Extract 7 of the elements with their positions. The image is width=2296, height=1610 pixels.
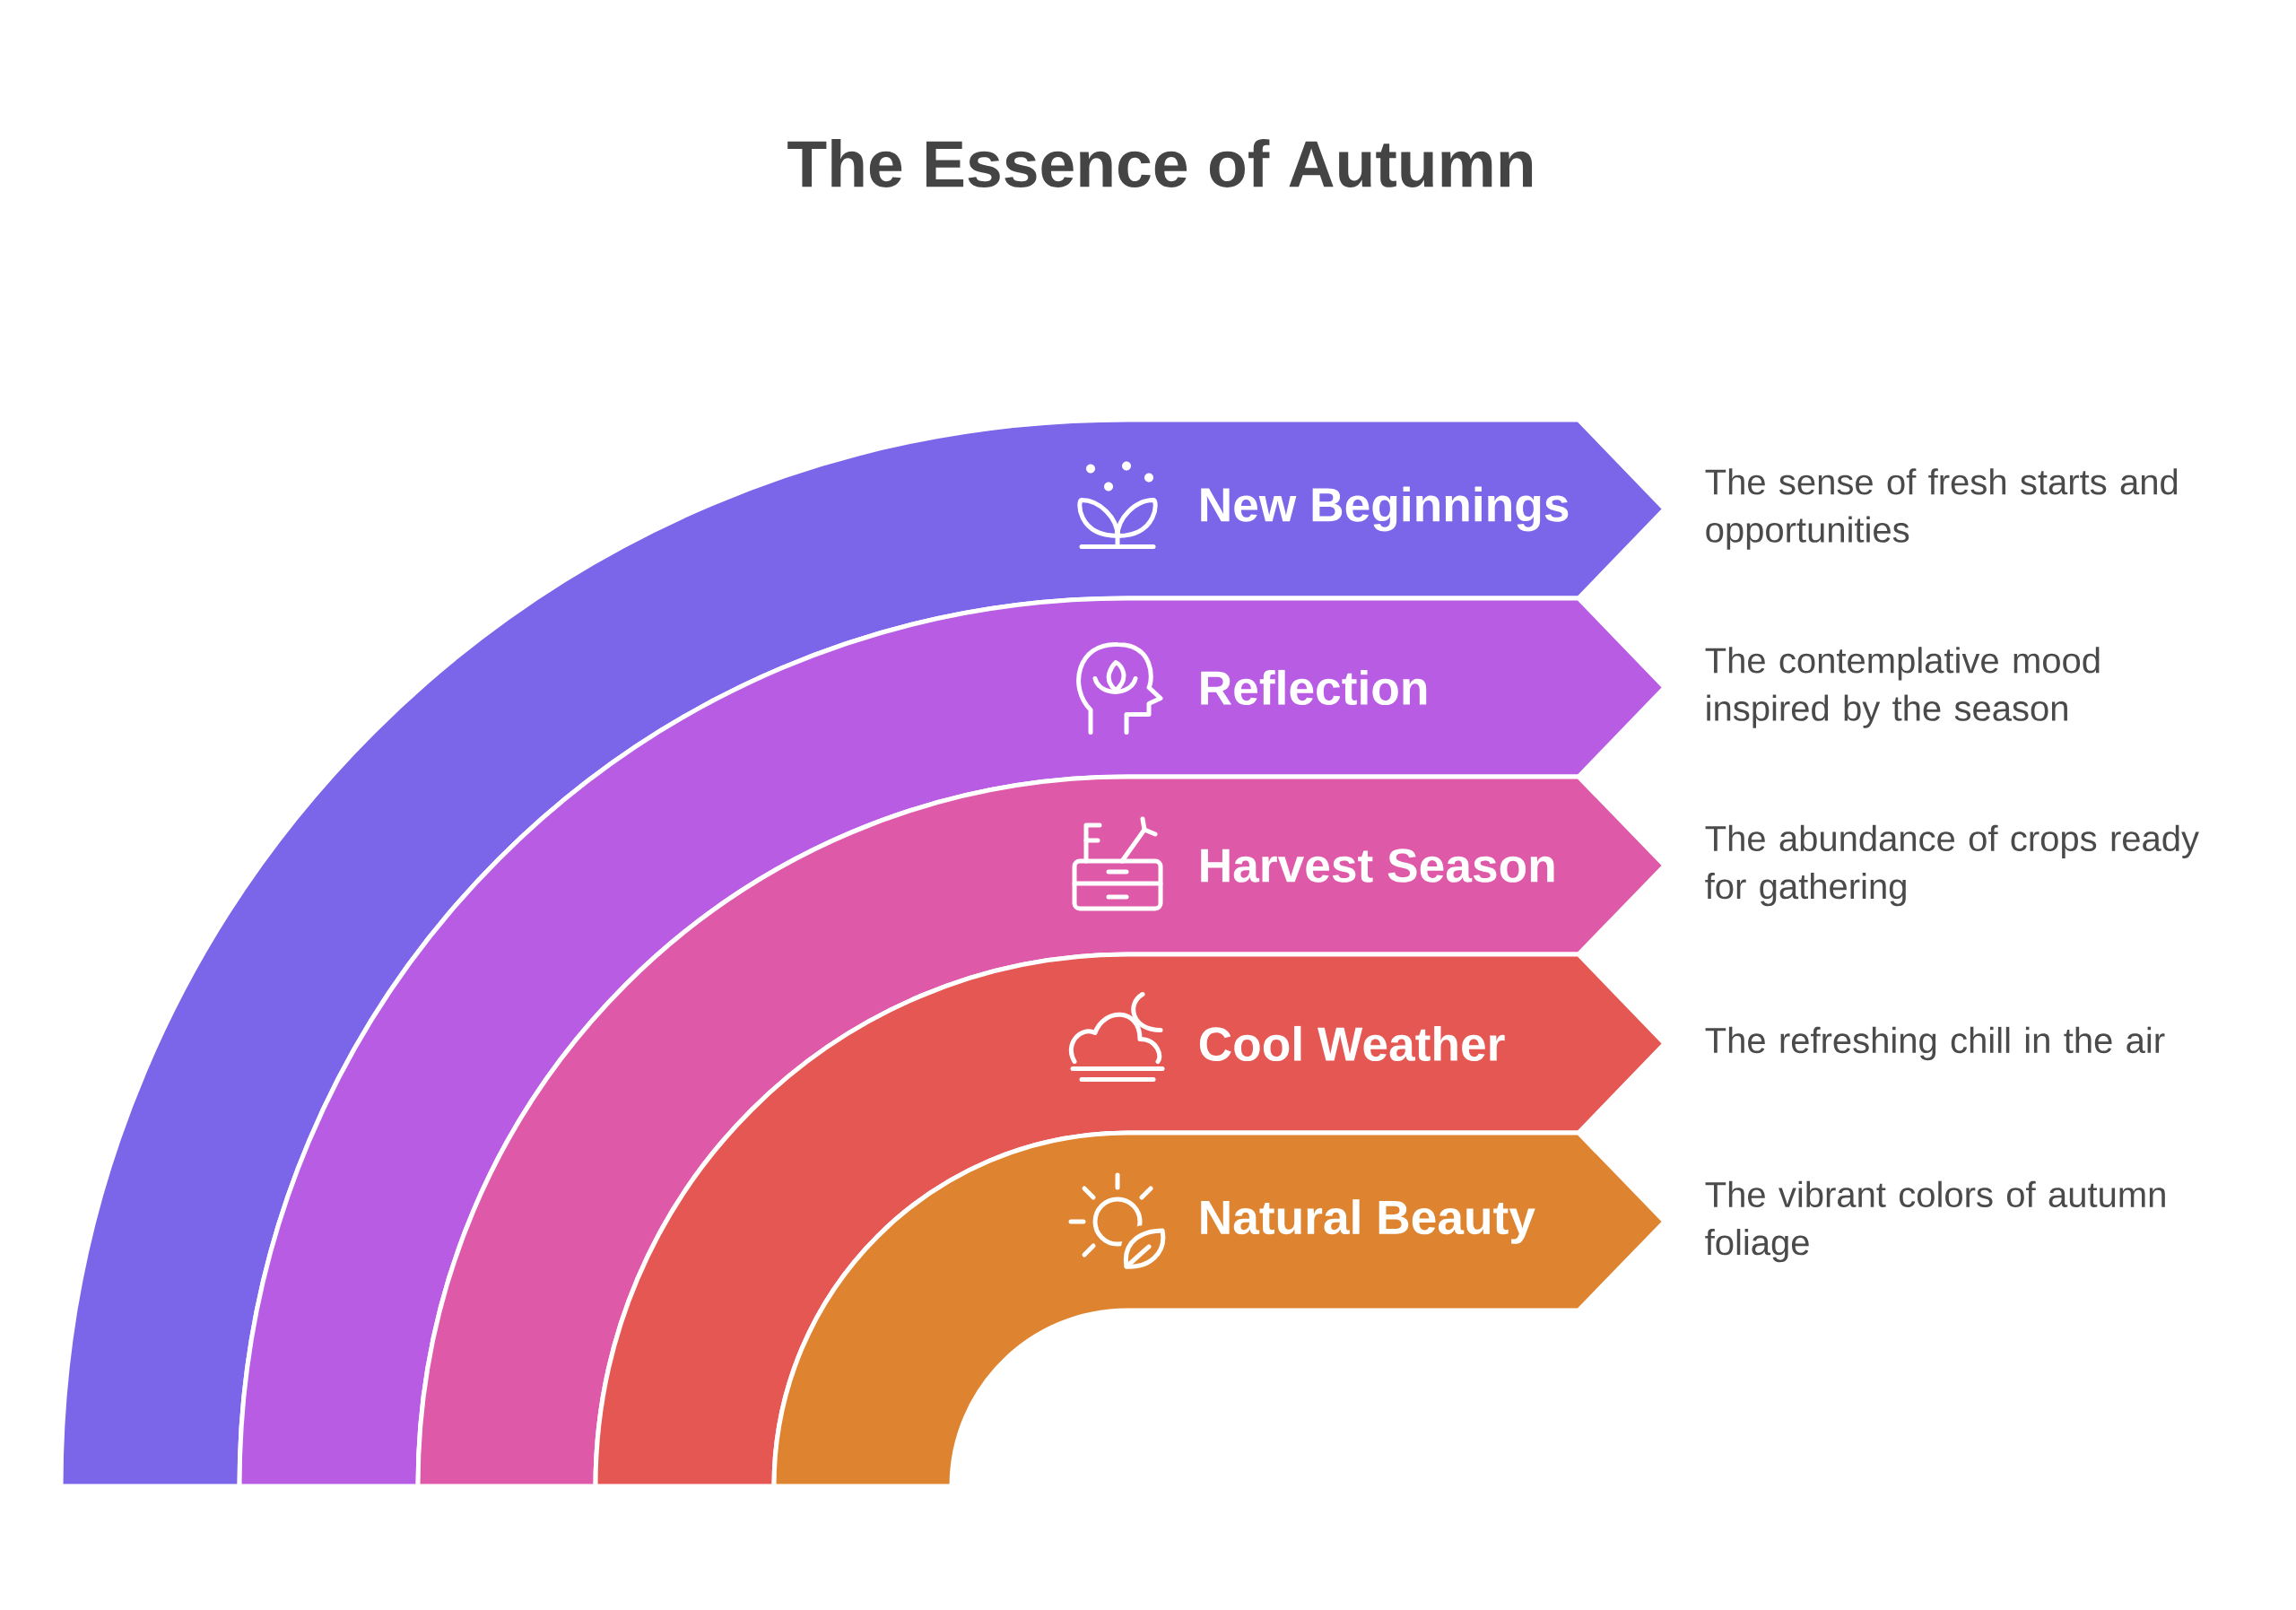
description: The sense of fresh starts and opportunities	[1705, 468, 2178, 550]
title: The Essence of Autumn	[787, 139, 1533, 187]
arc-band: Natural Beauty	[771, 1130, 1667, 1489]
description: The vibrant colors of autumn foliage	[1705, 1180, 2165, 1263]
description: The abundance of crops ready for gathering	[1705, 824, 2199, 907]
description: The refreshing chill in the air	[1705, 1026, 2165, 1061]
description: The contemplative mood inspired by the season	[1705, 647, 2100, 728]
